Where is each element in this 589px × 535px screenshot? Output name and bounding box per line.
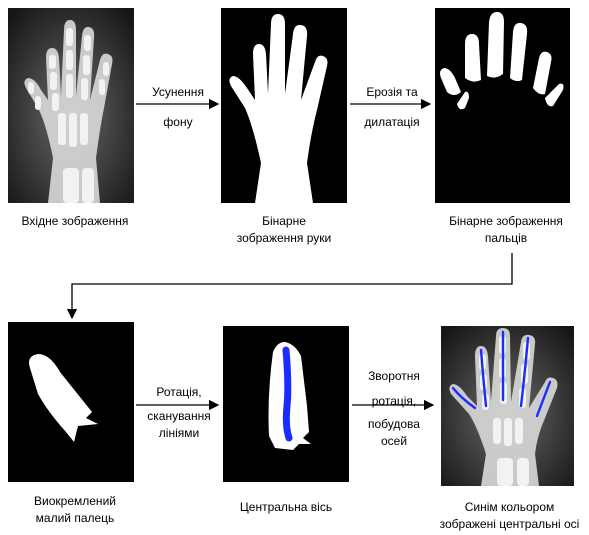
binary-hand-image — [221, 8, 347, 203]
label-reverse-rotation: Зворотня ротація, побудова осей — [356, 368, 432, 450]
input-xray-image — [8, 8, 134, 203]
caption-result: Синім кольором зображені центральні осі — [430, 499, 589, 533]
caption-central-axis: Центральна вісь — [211, 499, 361, 516]
central-axis-image — [223, 326, 349, 482]
caption-binary-fingers: Бінарне зображення пальців — [426, 213, 586, 247]
label-background-removal: Усунення фону — [138, 84, 218, 131]
label-erosion-dilation: Ерозія та дилатація — [354, 84, 430, 131]
caption-input-image: Вхідне зображення — [0, 213, 150, 230]
result-xray-image — [441, 326, 574, 486]
little-finger-image — [8, 322, 134, 482]
arrow-row-wrap — [72, 253, 512, 318]
central-axis-line — [286, 350, 289, 438]
binary-fingers-image — [435, 8, 570, 203]
caption-binary-hand: Бінарне зображення руки — [209, 213, 359, 247]
caption-little-finger: Виокремлений малий палець — [0, 493, 150, 527]
label-rotation-scan: Ротація, сканування лініями — [138, 384, 220, 442]
